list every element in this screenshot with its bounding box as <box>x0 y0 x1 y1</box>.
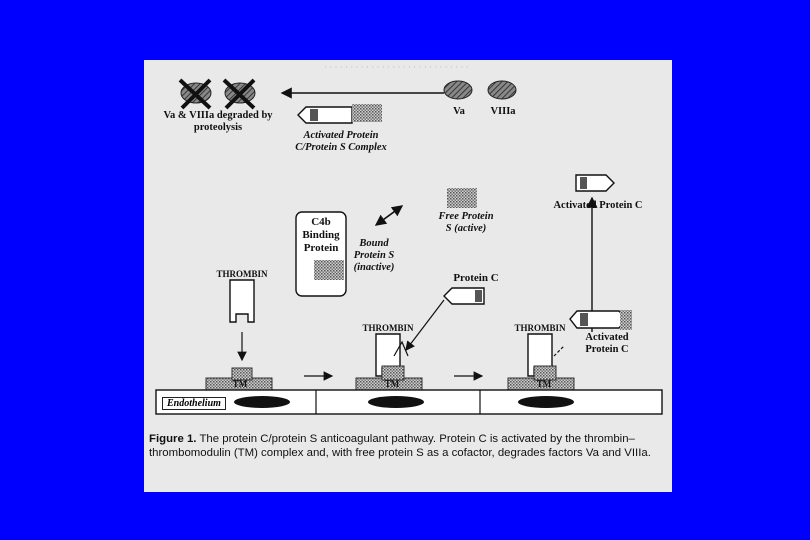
activated-protein-c-top-label: Activated Protein C <box>536 200 660 212</box>
thrombin-2-label: THROMBIN <box>356 322 420 334</box>
free-protein-s-icon <box>447 188 477 208</box>
nucleus-1 <box>234 396 290 408</box>
degraded-viiia-icon <box>224 80 255 108</box>
va-icon <box>444 81 472 99</box>
activated-protein-c-bottom-icon <box>570 310 632 330</box>
va-label: Va <box>446 106 472 118</box>
nucleus-2 <box>368 396 424 408</box>
activated-complex-label: Activated Protein C/Protein S Complex <box>282 130 400 154</box>
viiia-icon <box>488 81 516 99</box>
endothelium-label: Endothelium <box>162 397 226 410</box>
thrombin-1-icon <box>230 280 254 322</box>
bound-protein-s-icon <box>314 260 344 280</box>
activation-arrow <box>554 346 564 356</box>
degraded-va-icon <box>180 80 211 108</box>
degraded-label: Va & VIIIa degraded by proteolysis <box>158 110 278 134</box>
activated-protein-c-bottom-label: Activated Protein C <box>572 332 642 356</box>
protein-c-icon <box>444 288 484 304</box>
protein-c-label: Protein C <box>444 272 508 284</box>
tm-2-label: TM <box>380 378 404 390</box>
figure-slide: · · · · · · · · · · · · · · · · · · · · … <box>144 60 672 492</box>
viiia-label: VIIIa <box>486 106 520 118</box>
apc-ps-complex-icon <box>298 104 382 123</box>
thrombin-1-label: THROMBIN <box>210 268 274 280</box>
activated-protein-c-top-icon <box>576 175 614 191</box>
bound-protein-s-label: Bound Protein S (inactive) <box>344 238 404 274</box>
equilibrium-arrow-2 <box>376 206 402 225</box>
tm-3-label: TM <box>532 378 556 390</box>
figure-number: Figure 1. <box>149 433 196 445</box>
figure-caption: Figure 1. The protein C/protein S antico… <box>149 432 664 460</box>
thrombin-3-label: THROMBIN <box>508 322 572 334</box>
free-protein-s-label: Free Protein S (active) <box>438 211 494 235</box>
nucleus-3 <box>518 396 574 408</box>
c4b-label: C4b Binding Protein <box>298 216 344 255</box>
tm-1-label: TM <box>228 378 252 390</box>
caption-text: The protein C/protein S anticoagulant pa… <box>149 433 651 459</box>
